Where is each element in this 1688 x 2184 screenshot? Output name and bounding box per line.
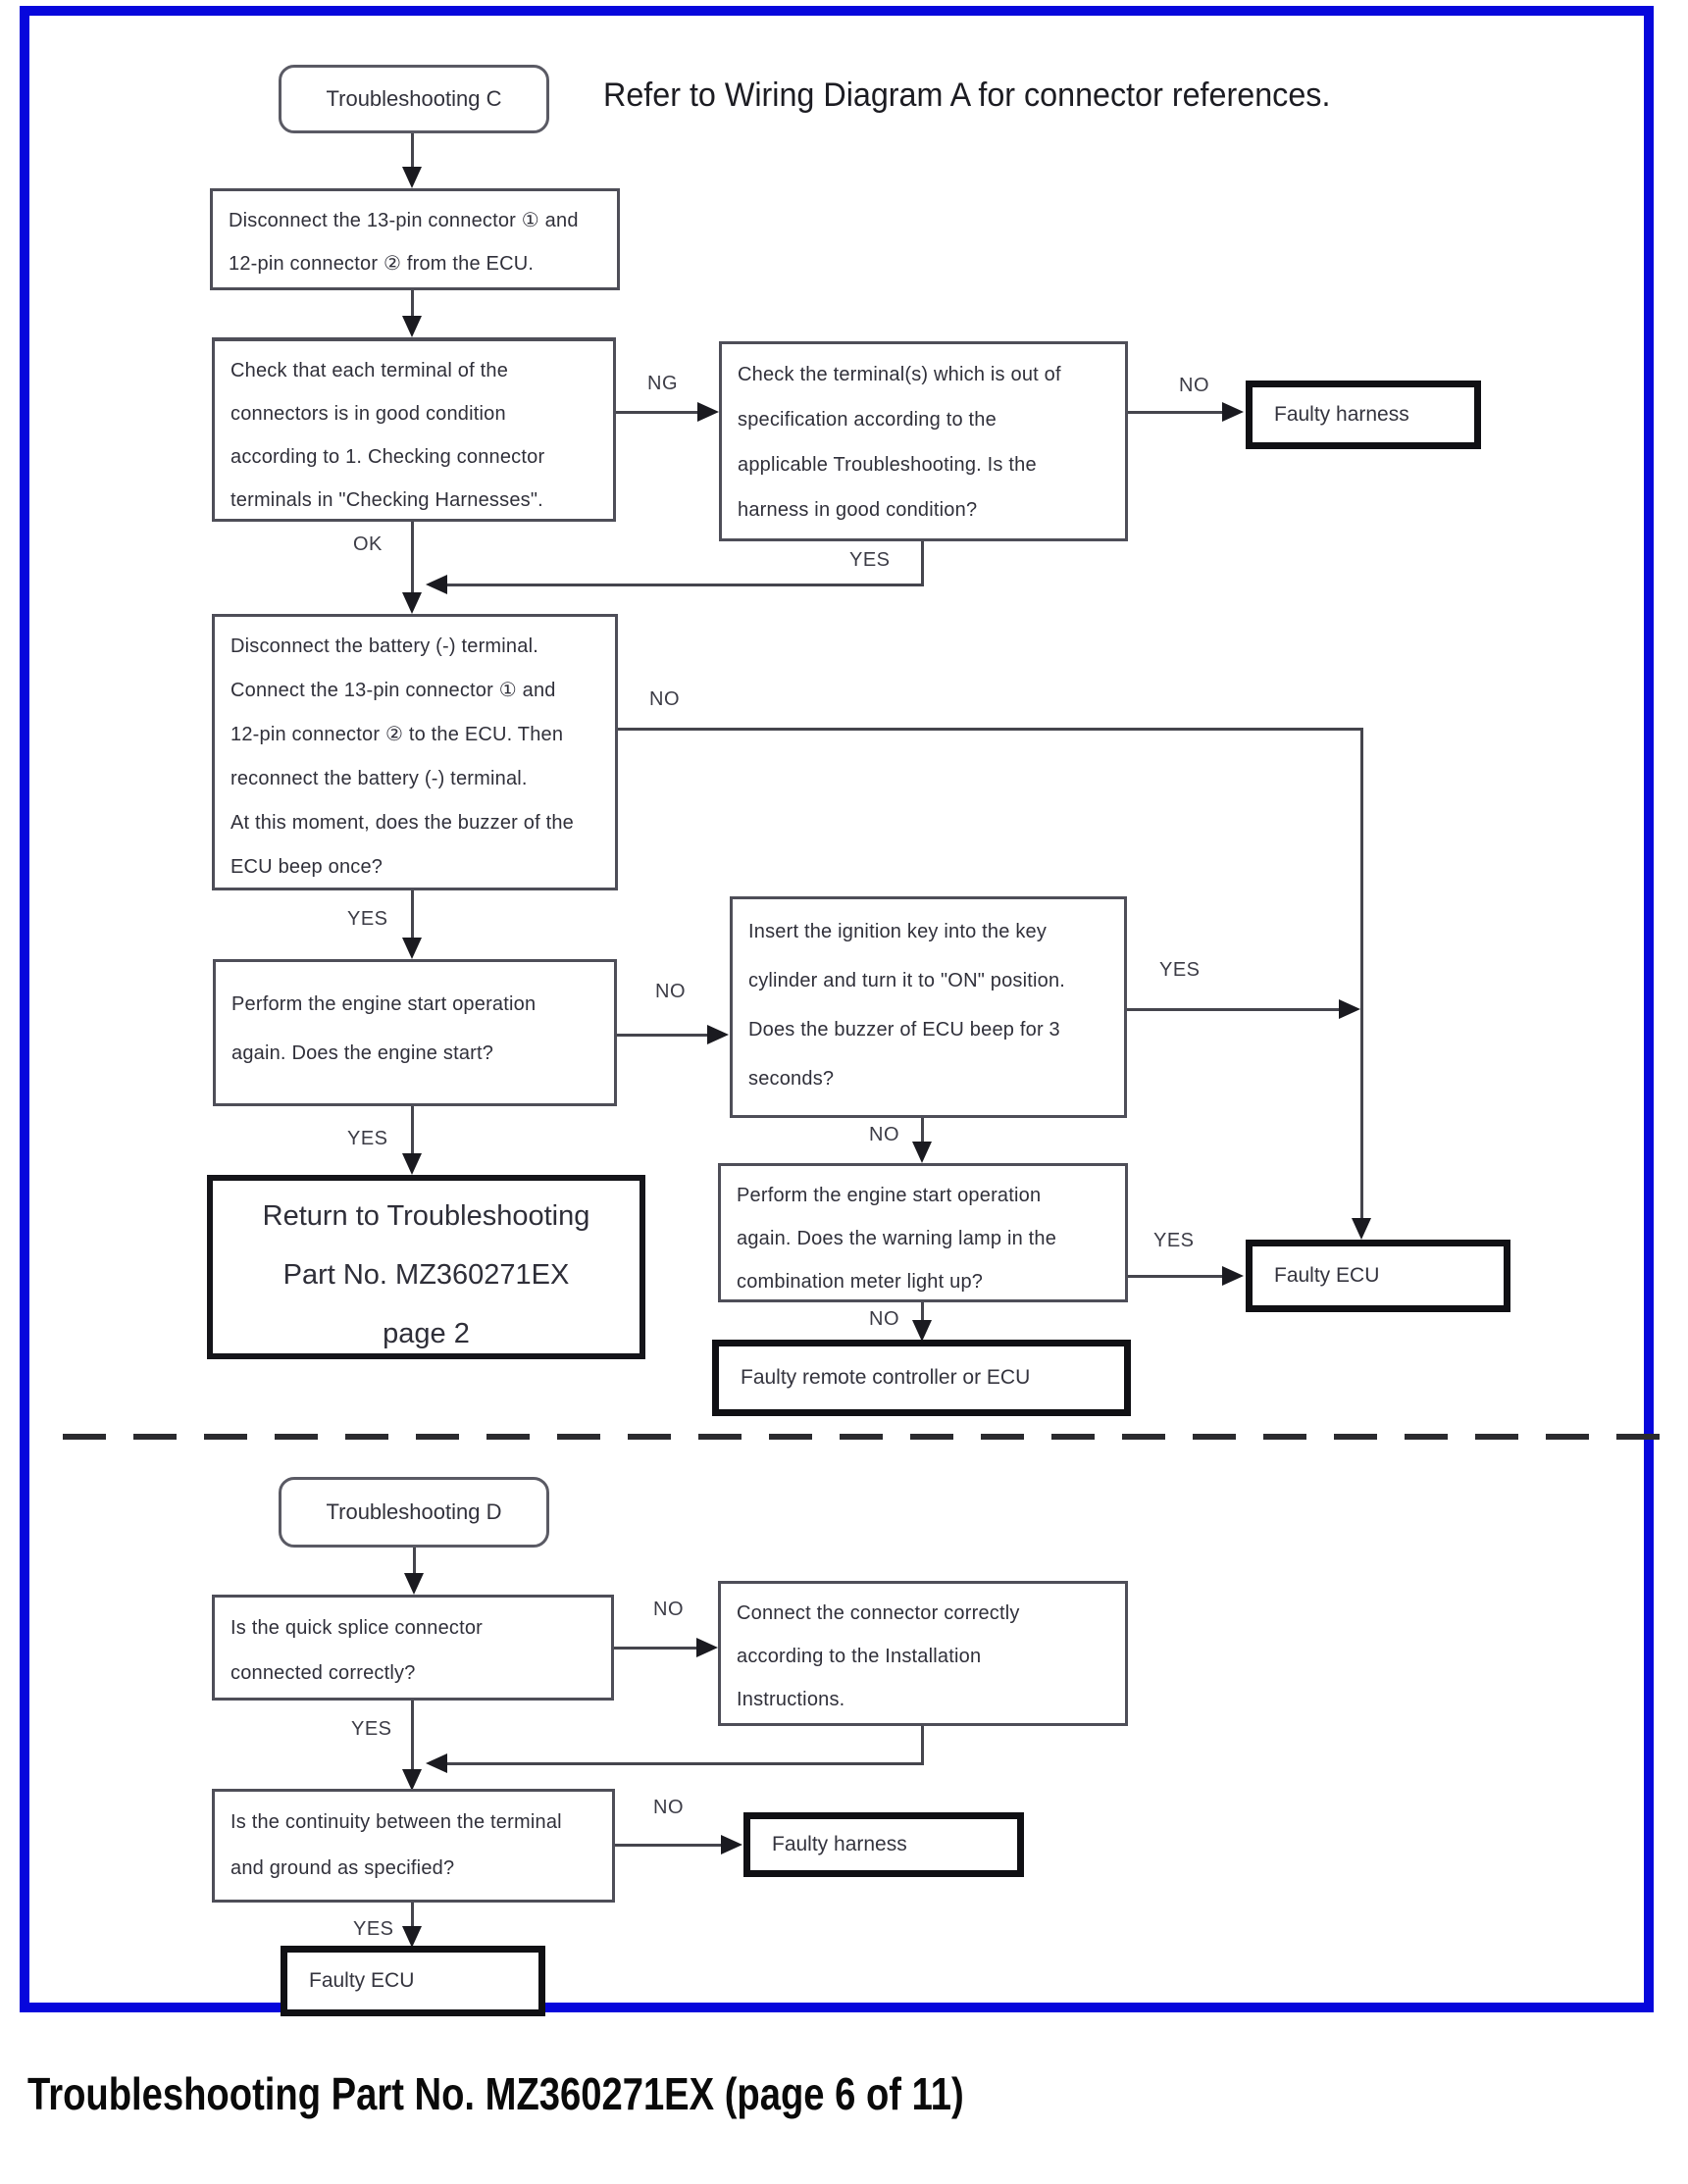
flow-line (441, 1762, 924, 1765)
arrowhead-right-icon (1222, 402, 1244, 422)
edge-label-no: NO (655, 981, 686, 1002)
check-terminals-box: Check that each terminal of the connecto… (212, 337, 616, 522)
edge-label-yes: YES (1159, 959, 1201, 981)
flow-line (614, 1647, 700, 1650)
disconnect-connectors-box: Disconnect the 13-pin connector ① and 12… (210, 188, 620, 290)
connect-connector-box: Connect the connector correctly accordin… (718, 1581, 1128, 1726)
edge-label-ok: OK (353, 533, 383, 555)
quick-splice-box: Is the quick splice connector connected … (212, 1595, 614, 1701)
edge-label-yes: YES (1153, 1230, 1195, 1251)
start-node-troubleshooting-c: Troubleshooting C (279, 65, 549, 133)
disconnect-battery-box: Disconnect the battery (-) terminal. Con… (212, 614, 618, 890)
edge-label-no: NO (1179, 375, 1209, 396)
flow-line (616, 411, 702, 414)
arrowhead-down-icon (912, 1142, 932, 1163)
flow-line (411, 1903, 414, 1928)
arrowhead-down-icon (402, 316, 422, 337)
warning-lamp-box: Perform the engine start operation again… (718, 1163, 1128, 1302)
flow-line (411, 890, 414, 940)
faulty-harness-box-1: Faulty harness (1246, 381, 1481, 449)
arrowhead-left-icon (426, 575, 447, 594)
edge-label-no: NO (653, 1599, 684, 1620)
faulty-ecu-box-2: Faulty ECU (281, 1946, 545, 2016)
check-out-of-spec-box: Check the terminal(s) which is out of sp… (719, 341, 1128, 541)
flow-line (413, 1548, 416, 1575)
arrowhead-down-icon (402, 1769, 422, 1791)
arrowhead-down-icon (402, 592, 422, 614)
faulty-remote-or-ecu-box: Faulty remote controller or ECU (712, 1340, 1131, 1416)
arrowhead-down-icon (402, 938, 422, 959)
arrowhead-right-icon (697, 402, 719, 422)
arrowhead-down-icon (402, 1153, 422, 1175)
flow-line (1128, 1275, 1226, 1278)
arrowhead-left-icon (426, 1753, 447, 1773)
arrowhead-right-icon (707, 1025, 729, 1044)
edge-label-yes: YES (353, 1918, 394, 1940)
engine-start-box: Perform the engine start operation again… (213, 959, 617, 1106)
edge-label-yes: YES (347, 908, 388, 930)
flow-line (441, 584, 924, 586)
footer-title: Troubleshooting Part No. MZ360271EX (pag… (27, 2068, 964, 2119)
section-divider (63, 1434, 1673, 1440)
flow-line (411, 1106, 414, 1155)
edge-label-yes: YES (849, 549, 891, 571)
flow-line (921, 1302, 924, 1322)
edge-label-no: NO (649, 688, 680, 710)
return-troubleshooting-box: Return to Troubleshooting Part No. MZ360… (207, 1175, 645, 1359)
faulty-ecu-box-1: Faulty ECU (1246, 1240, 1510, 1312)
edge-label-no: NO (869, 1124, 899, 1145)
arrowhead-down-icon (402, 1926, 422, 1948)
flow-line (921, 541, 924, 586)
flowchart-panel: Troubleshooting C Refer to Wiring Diagra… (20, 6, 1673, 2016)
arrowhead-down-icon (1352, 1218, 1371, 1240)
arrowhead-down-icon (404, 1573, 424, 1595)
arrowhead-down-icon (912, 1320, 932, 1342)
arrowhead-right-icon (721, 1835, 742, 1854)
flow-line (1128, 411, 1226, 414)
arrowhead-down-icon (402, 167, 422, 188)
edge-label-yes: YES (351, 1718, 392, 1740)
ignition-key-box: Insert the ignition key into the key cyl… (730, 896, 1127, 1118)
flow-line (615, 1844, 725, 1847)
flow-line (411, 522, 414, 594)
flow-line (1360, 728, 1363, 1220)
flow-line (618, 728, 1363, 731)
edge-label-no: NO (869, 1308, 899, 1330)
arrowhead-right-icon (696, 1638, 718, 1657)
flow-line (411, 290, 414, 318)
header-note: Refer to Wiring Diagram A for connector … (603, 76, 1331, 114)
edge-label-ng: NG (647, 373, 678, 394)
arrowhead-right-icon (1222, 1266, 1244, 1286)
start-node-troubleshooting-d: Troubleshooting D (279, 1477, 549, 1548)
continuity-box: Is the continuity between the terminal a… (212, 1789, 615, 1903)
flow-line (921, 1118, 924, 1143)
flow-line (921, 1726, 924, 1765)
faulty-harness-box-2: Faulty harness (743, 1812, 1024, 1877)
edge-label-yes: YES (347, 1128, 388, 1149)
flow-line (617, 1034, 711, 1037)
edge-label-no: NO (653, 1797, 684, 1818)
flow-line (411, 133, 414, 171)
flow-line (411, 1701, 414, 1771)
flow-line (1127, 1008, 1343, 1011)
arrowhead-right-icon (1339, 999, 1360, 1019)
